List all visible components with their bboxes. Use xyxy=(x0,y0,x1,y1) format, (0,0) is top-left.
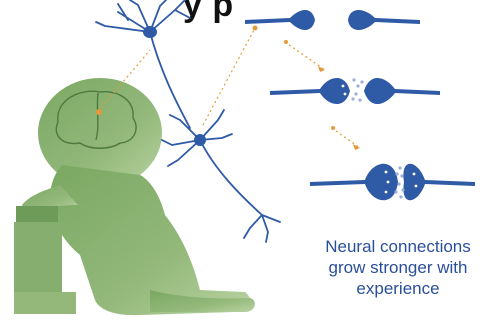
synapse-icon xyxy=(245,10,420,30)
caption-line-3: experience xyxy=(300,278,496,299)
caption-line-2: grow stronger with xyxy=(300,257,496,278)
synapse-icon xyxy=(310,164,475,201)
caption-line-1: Neural connections xyxy=(300,236,496,257)
synapse-icon xyxy=(270,78,440,104)
brain-focus-dot xyxy=(96,109,102,115)
caption: Neural connections grow stronger with ex… xyxy=(300,236,496,299)
baby-silhouette-icon xyxy=(14,78,255,315)
